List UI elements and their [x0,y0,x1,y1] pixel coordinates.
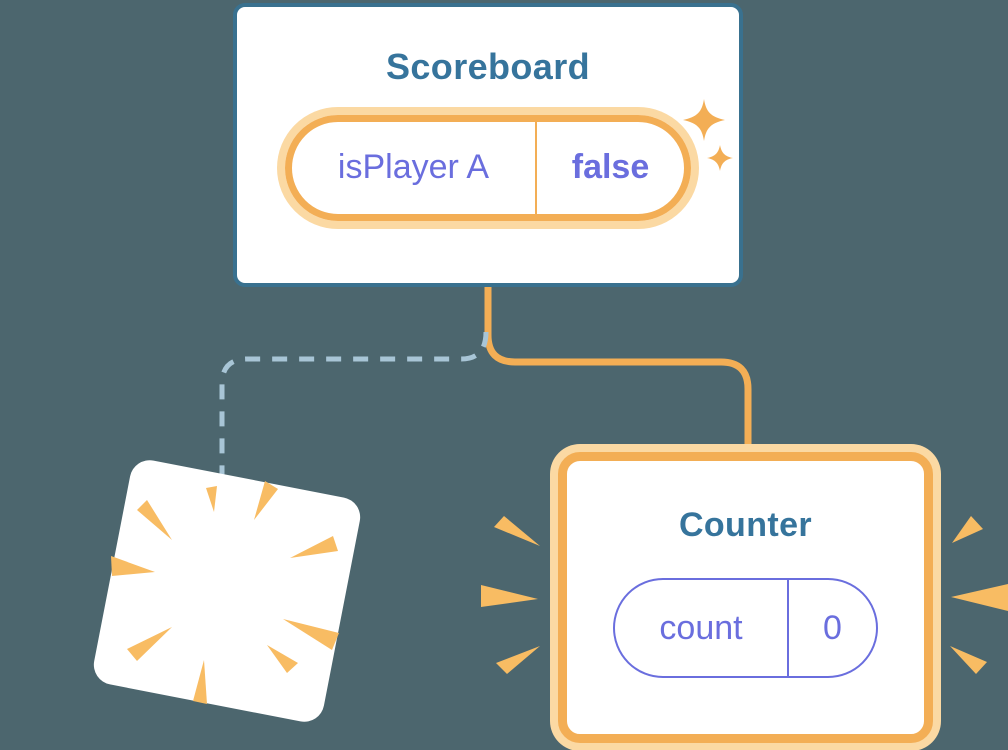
state-name: count [659,608,743,647]
scoreboard-title: Scoreboard [385,46,591,87]
counter-state-pill: count 0 [613,578,878,679]
state-value: 0 [787,580,876,677]
counter-title: Counter [678,506,813,544]
state-value: false [535,121,684,214]
scoreboard-component-card: Scoreboard isPlayer A false [233,3,743,287]
scoreboard-state-pill: isPlayer A false [285,114,691,221]
counter-component-card: Counter count 0 [558,452,933,743]
state-name: isPlayer A [337,148,490,187]
emphasis-rays-right-icon [950,516,1008,674]
removed-component-card [93,460,361,722]
emphasis-rays-left-icon [481,516,540,674]
connector-scoreboard-to-removed [219,331,489,503]
poof-burst-icon [111,481,339,704]
connector-scoreboard-to-counter [484,278,752,470]
